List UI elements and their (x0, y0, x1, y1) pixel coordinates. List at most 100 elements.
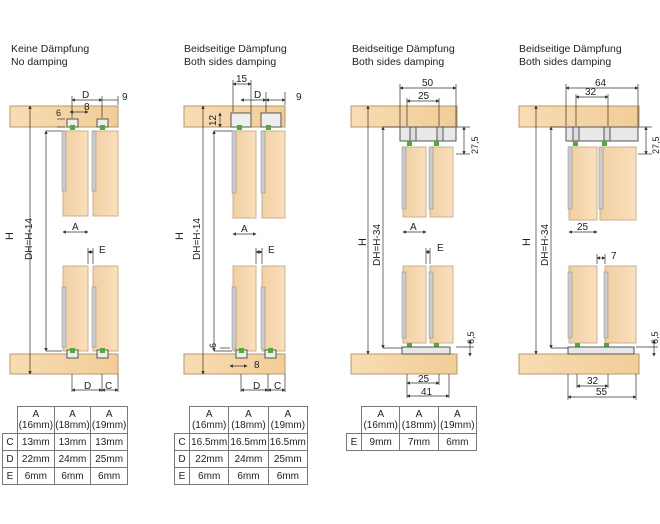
dim-6-5: 6,5 (650, 331, 660, 344)
guide-roller-1 (70, 125, 75, 130)
row-key: D (174, 450, 190, 468)
guide-roller-1 (573, 141, 578, 146)
row-key: D (2, 450, 18, 468)
dim-e: E (437, 243, 444, 254)
bottom-board (350, 353, 458, 375)
dim-c-bottom: C (105, 381, 112, 392)
bottom-roller-1 (239, 348, 244, 353)
table-cell: 7mm (399, 433, 439, 451)
dim-55: 55 (596, 387, 608, 398)
dim-h: H (357, 238, 369, 246)
dim-6-bottom: 6 (208, 343, 218, 348)
door-2-lower (92, 265, 119, 352)
table-cell: 22mm (17, 450, 55, 468)
dim-e: E (268, 245, 275, 256)
dim-d-bottom: D (253, 381, 260, 392)
row-key: E (346, 433, 362, 451)
panel-2-title-de: Beidseitige Dämpfung (184, 43, 287, 55)
table-corner (347, 407, 362, 434)
panel-1-heading: Keine Dämpfung No damping (11, 43, 89, 69)
bottom-roller-1 (407, 343, 412, 348)
dim-7: 7 (611, 251, 617, 262)
door-2-upper (599, 146, 637, 221)
table-cell: 16.5mm (188, 433, 230, 451)
bottom-roller-2 (604, 343, 609, 348)
bottom-roller-2 (100, 348, 105, 353)
dim-c-bottom: C (274, 381, 281, 392)
dim-9: 9 (122, 92, 128, 103)
panel-3-drawing: 50 25 27,5 H DH=H-34 A E 6,5 25 41 (350, 78, 480, 398)
table-header: A(19mm) (267, 406, 309, 434)
door-2-lower (261, 265, 286, 352)
table-cell: 16.5mm (267, 433, 309, 451)
dim-h: H (174, 232, 186, 240)
table-cell: 16.5mm (228, 433, 269, 451)
spec-table-2: A(16mm) A(18mm) A(19mm) C 16.5mm 16.5mm … (174, 406, 309, 485)
track-channel-1 (572, 126, 580, 142)
dim-25-bottom: 25 (418, 374, 430, 385)
panel-1-title-de: Keine Dämpfung (11, 43, 90, 55)
dim-27-5: 27,5 (470, 136, 480, 154)
table-row: E 6mm 6mm 6mm (2, 467, 128, 485)
bottom-track (401, 346, 451, 355)
panel-4-title-en: Both sides damping (519, 56, 612, 68)
table-row: C 16.5mm 16.5mm 16.5mm (174, 433, 309, 451)
table-header: A(18mm) (53, 406, 92, 434)
table-cell: 6mm (188, 467, 230, 485)
table-header: A(16mm) (17, 406, 55, 434)
bottom-board (9, 353, 119, 375)
panel-2-title-en: Both sides damping (184, 56, 277, 68)
dim-15: 15 (236, 74, 248, 85)
dim-d-top: D (82, 90, 89, 101)
table-header: A(16mm) (188, 406, 230, 434)
panel-2-drawing: 15 D 9 12 H DH=H-14 A E 6 8 D C (174, 74, 302, 392)
dim-50: 50 (422, 78, 434, 89)
guide-roller-2 (434, 141, 439, 146)
dim-8: 8 (84, 102, 90, 113)
dim-door-height: DH=H-34 (540, 224, 551, 266)
guide-roller-1 (407, 141, 412, 146)
dim-25-top: 25 (418, 91, 430, 102)
dim-h: H (4, 232, 16, 240)
table-row: D 22mm 24mm 25mm (174, 450, 309, 468)
table-cell: 6mm (17, 467, 55, 485)
table-row: C 13mm 13mm 13mm (2, 433, 128, 451)
bottom-board (518, 353, 640, 375)
dim-a: A (241, 224, 248, 235)
guide-roller-2 (602, 141, 607, 146)
door-1-profile (61, 130, 67, 192)
bottom-roller-2 (434, 343, 439, 348)
table-corner (3, 407, 18, 434)
top-track-2 (260, 112, 282, 128)
top-track-1 (230, 112, 252, 128)
panel-3-heading: Beidseitige Dämpfung Both sides damping (352, 43, 455, 69)
table-header: A(18mm) (228, 406, 269, 434)
dim-27-5: 27,5 (651, 136, 660, 154)
dim-d-top: D (254, 90, 261, 101)
dim-h: H (521, 238, 533, 246)
dim-41: 41 (421, 387, 433, 398)
spec-table-1: A(16mm) A(18mm) A(19mm) C 13mm 13mm 13mm… (2, 406, 128, 485)
bottom-roller-1 (70, 348, 75, 353)
top-track (399, 126, 457, 142)
door-1-profile (401, 146, 407, 210)
panel-4-title-de: Beidseitige Dämpfung (519, 43, 622, 55)
panel-1-title-en: No damping (11, 56, 68, 68)
door-1-profile (567, 146, 573, 210)
dim-door-height: DH=H-34 (372, 224, 383, 266)
dim-32-top: 32 (585, 87, 597, 98)
dim-6-5: 6,5 (466, 331, 476, 344)
table-cell: 9mm (360, 433, 401, 451)
door-1-lower (232, 265, 257, 352)
door-2-lower (429, 265, 454, 344)
bottom-track (567, 346, 635, 355)
door-1-upper (62, 130, 89, 217)
dim-a: A (72, 222, 79, 233)
table-row: D 22mm 24mm 25mm (2, 450, 128, 468)
door-2-profile (260, 130, 266, 194)
dim-9: 9 (296, 92, 302, 103)
top-board (518, 105, 640, 128)
table-cell: 25mm (267, 450, 309, 468)
panel-2-heading: Beidseitige Dämpfung Both sides damping (184, 43, 287, 69)
